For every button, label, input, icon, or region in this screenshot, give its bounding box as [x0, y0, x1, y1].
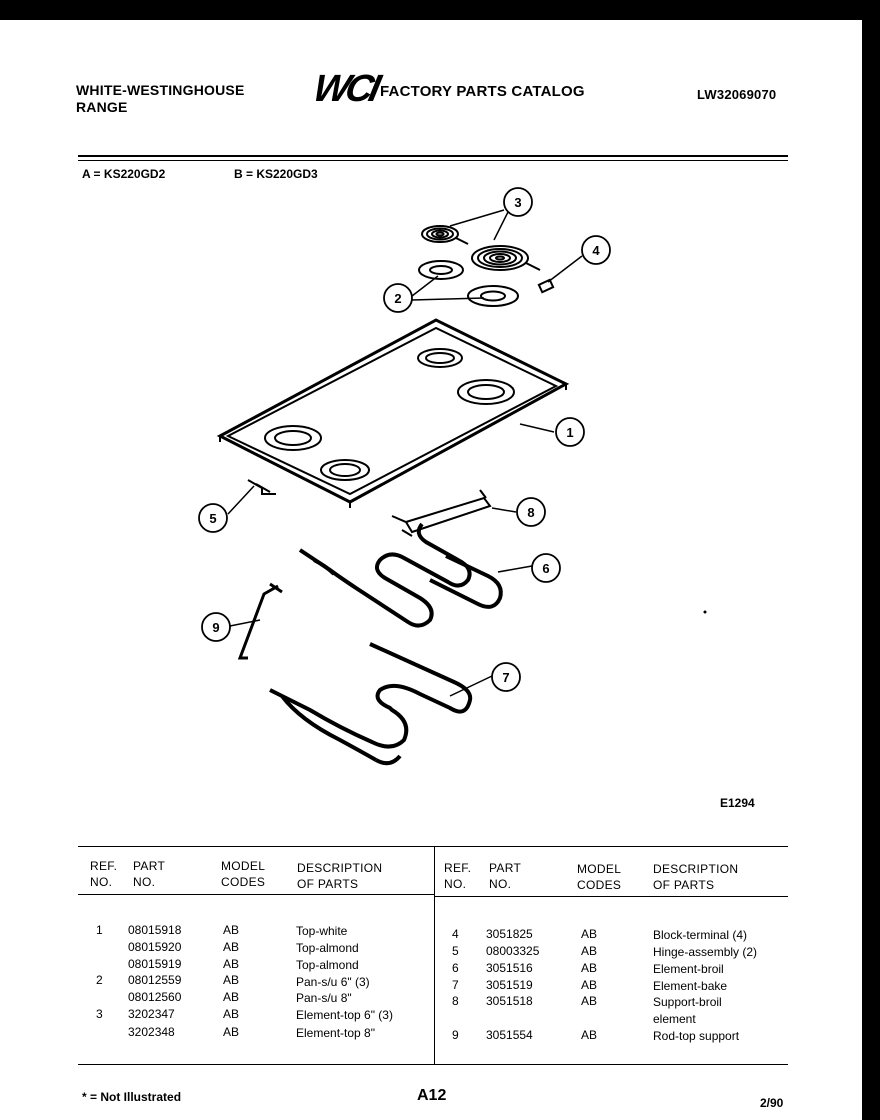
table-rule-bottom [78, 1064, 788, 1065]
header-rule-top [78, 155, 788, 157]
leader-lines [227, 209, 583, 697]
figure-code: E1294 [720, 796, 755, 810]
page-number: A12 [417, 1087, 447, 1104]
manufacturer: WHITE-WESTINGHOUSE [76, 82, 245, 98]
scan-edge-right [862, 0, 880, 1120]
header-part-right: PART NO. [489, 861, 522, 891]
header-part-left: PART NO. [133, 859, 166, 889]
element-coil-small [421, 225, 469, 245]
drip-pan-large [467, 285, 519, 307]
table-rule-top [78, 846, 788, 847]
header-underline-right [435, 896, 788, 897]
catalog-date: 2/90 [760, 1096, 784, 1110]
product: RANGE [76, 99, 128, 115]
model-a: A = KS220GD2 [82, 167, 166, 181]
header-rule-bottom [78, 160, 788, 161]
table-center-divider [434, 846, 435, 1064]
hinge-assembly [247, 479, 276, 495]
callout-4: 4 [592, 243, 600, 258]
callout-8: 8 [527, 505, 534, 520]
callout-circles [198, 187, 611, 692]
catalog-number: LW32069070 [697, 87, 777, 102]
scan-edge-top [0, 0, 880, 20]
callout-2: 2 [394, 291, 401, 306]
header-ref-left: REF. NO. [90, 859, 118, 889]
broil-element-support [391, 489, 492, 537]
rod-top-support [237, 582, 283, 660]
speck [703, 610, 707, 614]
manufacturer-block: WHITE-WESTINGHOUSE RANGE [76, 82, 244, 116]
not-illustrated-note: * = Not Illustrated [82, 1090, 182, 1104]
header-model-left: MODEL CODES [221, 859, 266, 889]
element-coil-large [471, 245, 541, 271]
callout-7: 7 [502, 670, 509, 685]
header-underline-left [78, 894, 434, 895]
callout-1: 1 [566, 425, 573, 440]
callout-9: 9 [212, 620, 219, 635]
header-ref-right: REF. NO. [444, 861, 472, 891]
callout-6: 6 [542, 561, 549, 576]
header-desc-right: DESCRIPTION OF PARTS [653, 862, 739, 892]
drip-pan-small [418, 260, 464, 280]
header-model-right: MODEL CODES [577, 862, 622, 892]
model-b: B = KS220GD3 [234, 167, 318, 181]
callout-3: 3 [514, 195, 521, 210]
header-desc-left: DESCRIPTION OF PARTS [297, 861, 383, 891]
broil-element [298, 522, 503, 628]
terminal-block [537, 278, 555, 294]
exploded-parts-diagram: 1 2 3 4 5 6 7 8 9 [198, 187, 707, 766]
catalog-title: FACTORY PARTS CATALOG [380, 83, 585, 100]
callout-5: 5 [209, 511, 216, 526]
cooktop [216, 318, 570, 508]
bake-element [269, 642, 473, 766]
